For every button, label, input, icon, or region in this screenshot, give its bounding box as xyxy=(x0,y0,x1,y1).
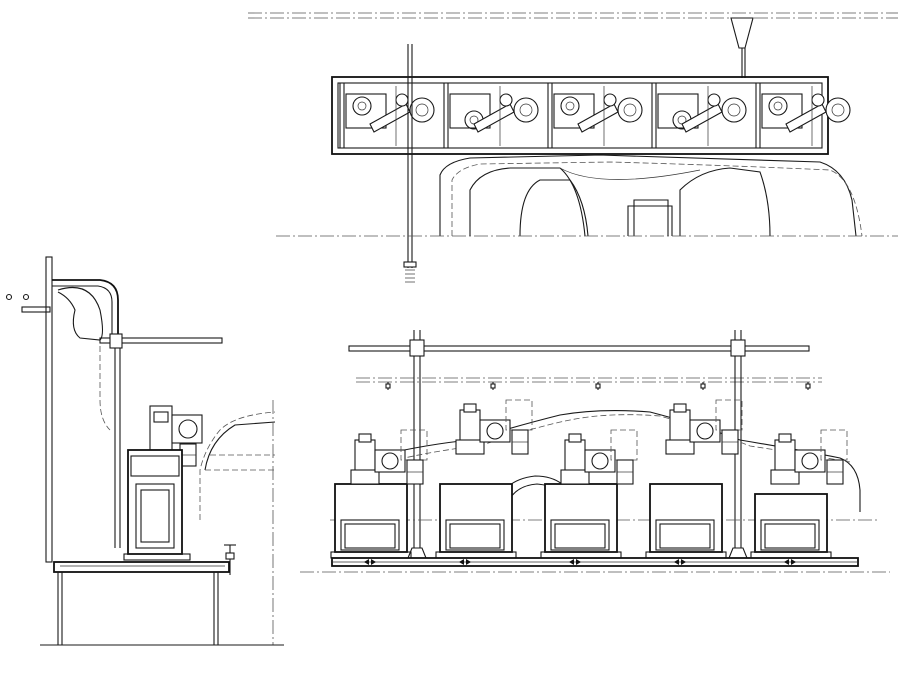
reference-mark xyxy=(22,293,30,301)
side-cabinet xyxy=(123,449,191,561)
side-car-outline xyxy=(199,400,276,645)
rail-direction-arrow xyxy=(784,559,796,565)
side-section-view xyxy=(5,256,284,646)
rail-direction-arrow xyxy=(674,559,686,565)
floor-rail xyxy=(331,557,859,567)
hanger-tick xyxy=(700,382,706,390)
side-arm xyxy=(99,337,223,344)
plan-nozzle-unit xyxy=(339,83,435,148)
front-elevation-view xyxy=(300,330,890,573)
plan-nozzle-unit xyxy=(547,83,643,148)
plan-nozzle-unit xyxy=(651,83,747,148)
rail-direction-arrow xyxy=(569,559,581,565)
top-plan-view xyxy=(248,12,898,283)
reference-mark xyxy=(5,293,13,301)
front-machine-unit xyxy=(645,399,743,559)
hanger-tick xyxy=(385,382,391,390)
side-motor-assembly xyxy=(149,405,203,467)
hopper-funnel xyxy=(730,17,754,78)
front-machine-unit xyxy=(330,429,428,559)
top-frame xyxy=(331,76,829,155)
car-body-plan-outline xyxy=(439,154,863,237)
hanger-tick xyxy=(805,382,811,390)
side-valve xyxy=(224,544,236,575)
rail-direction-arrow xyxy=(459,559,471,565)
hanger-tick xyxy=(490,382,496,390)
front-machine-unit xyxy=(540,429,638,559)
hanger-tick xyxy=(595,382,601,390)
front-column-left xyxy=(407,330,427,559)
plan-nozzle-unit xyxy=(755,83,851,148)
overhead-rail xyxy=(348,345,810,352)
front-machine-unit xyxy=(435,399,533,559)
front-machine-unit xyxy=(750,429,848,559)
side-platform xyxy=(53,561,230,645)
side-column xyxy=(45,256,53,563)
plan-column xyxy=(403,44,417,283)
plan-nozzle-unit xyxy=(443,83,539,148)
rail-direction-arrow xyxy=(364,559,376,565)
